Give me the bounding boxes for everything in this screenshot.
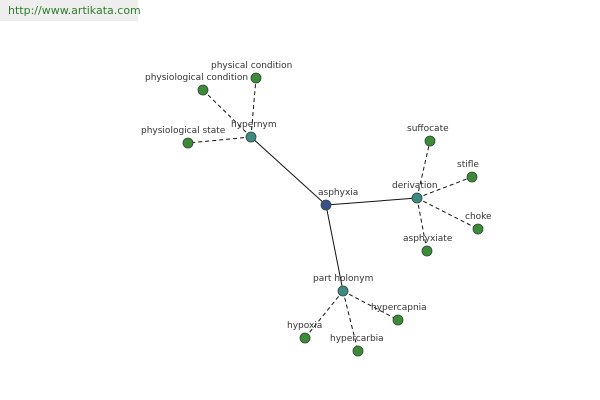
node-leaf-physiological-condition-label: physiological condition: [145, 73, 248, 83]
node-leaf-suffocate-label: suffocate: [407, 124, 449, 134]
edge-derivation-choke: [416, 197, 479, 230]
edge-part-holonym-hypercapnia: [342, 290, 399, 321]
url-link[interactable]: http://www.artikata.com: [8, 4, 141, 17]
edges-layer: [187, 77, 479, 352]
node-hub-hypernym-label: hypernym: [231, 120, 277, 130]
edge-derivation-stifle: [416, 176, 473, 199]
node-leaf-physiological-condition[interactable]: [197, 84, 209, 96]
nodes-layer: [182, 72, 484, 357]
node-leaf-hypercapnia-label: hypercapnia: [371, 303, 427, 313]
node-leaf-physiological-state[interactable]: [182, 137, 194, 149]
edge-hypernym-physiological-state: [187, 136, 252, 144]
node-leaf-hypoxia[interactable]: [299, 332, 311, 344]
node-hub-derivation[interactable]: [411, 192, 423, 204]
edge-asphyxia-part-holonym: [325, 204, 344, 292]
node-leaf-physiological-state-label: physiological state: [141, 126, 226, 136]
node-hub-part-holonym-label: part holonym: [313, 274, 373, 284]
node-hub-part-holonym[interactable]: [337, 285, 349, 297]
node-leaf-hypercarbia-label: hypercarbia: [330, 334, 384, 344]
node-leaf-asphyxiate[interactable]: [421, 245, 433, 257]
node-leaf-physical-condition-label: physical condition: [211, 61, 292, 71]
node-leaf-hypercapnia[interactable]: [392, 314, 404, 326]
edge-part-holonym-hypoxia: [304, 290, 344, 339]
node-hub-hypernym[interactable]: [245, 131, 257, 143]
node-leaf-hypoxia-label: hypoxia: [287, 321, 322, 331]
node-center-asphyxia[interactable]: [320, 199, 332, 211]
node-center-asphyxia-label: asphyxia: [318, 188, 358, 198]
node-leaf-choke-label: choke: [465, 212, 492, 222]
edge-hypernym-physical-condition: [250, 77, 257, 138]
node-leaf-stifle-label: stifle: [457, 160, 479, 170]
node-leaf-hypercarbia[interactable]: [352, 345, 364, 357]
url-badge: http://www.artikata.com: [0, 0, 141, 21]
node-leaf-suffocate[interactable]: [424, 135, 436, 147]
labels-layer: asphyxia hypernym derivation part holonym ph…: [141, 61, 492, 344]
node-leaf-physical-condition[interactable]: [250, 72, 262, 84]
node-leaf-stifle[interactable]: [466, 171, 478, 183]
node-leaf-asphyxiate-label: asphyxiate: [403, 234, 453, 244]
edge-asphyxia-derivation: [325, 197, 418, 206]
edge-asphyxia-hypernym: [250, 136, 327, 206]
node-hub-derivation-label: derivation: [392, 181, 438, 191]
edge-derivation-suffocate: [416, 140, 431, 199]
edge-derivation-asphyxiate: [416, 197, 428, 252]
node-leaf-choke[interactable]: [472, 223, 484, 235]
edge-part-holonym-hypercarbia: [342, 290, 359, 352]
